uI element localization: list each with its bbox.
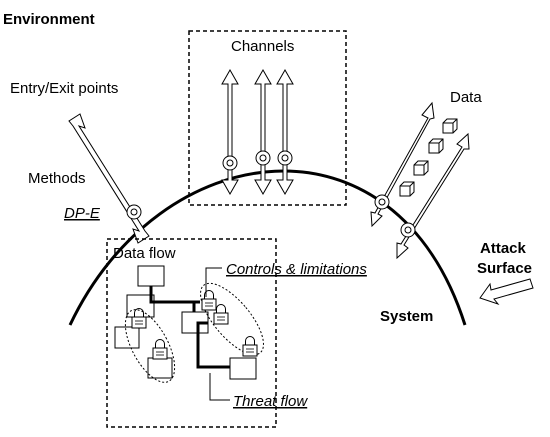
- controls-limitations-label: Controls & limitations: [226, 261, 367, 278]
- system-label: System: [380, 308, 433, 325]
- flow-node: [147, 357, 173, 379]
- double-arrow-icon: [254, 68, 272, 196]
- data-flow-box: [106, 238, 277, 428]
- dp-e-label: DP-E: [64, 205, 101, 222]
- surface-label: Surface: [477, 260, 532, 277]
- entry-exit-arrow: [68, 113, 150, 244]
- channel-arrows: [221, 68, 294, 196]
- channels-label: Channels: [231, 38, 294, 55]
- label-leaders: [205, 267, 230, 401]
- data-label: Data: [450, 89, 482, 106]
- data-arrows: [370, 101, 470, 260]
- lock-icon: [242, 336, 258, 357]
- lock-icon: [201, 290, 217, 311]
- double-arrow-icon: [370, 101, 435, 228]
- environment-label: Environment: [3, 11, 95, 28]
- attack-label: Attack: [480, 240, 527, 257]
- data-flow-label: Data flow: [113, 245, 176, 262]
- control-ellipses: [124, 282, 264, 383]
- data-cube-icon: [413, 160, 429, 176]
- threat-flow-label: Threat flow: [233, 393, 308, 410]
- data-cube-icon: [442, 118, 458, 134]
- lock-icon: [152, 339, 168, 360]
- system-boundary-arc: [68, 169, 467, 326]
- data-flow-lines: [149, 286, 230, 369]
- connector-node-icon: [222, 150, 293, 171]
- flow-node: [229, 357, 257, 380]
- data-cube-icon: [399, 181, 415, 197]
- entry-exit-label: Entry/Exit points: [10, 80, 118, 97]
- flow-node: [137, 265, 165, 287]
- channels-box: [188, 30, 347, 206]
- attack-surface-arrow: [479, 278, 534, 306]
- double-arrow-icon: [221, 68, 239, 196]
- methods-label: Methods: [28, 170, 86, 187]
- double-arrow-icon: [276, 68, 294, 196]
- data-cube-icon: [428, 138, 444, 154]
- double-arrow-icon: [396, 132, 470, 260]
